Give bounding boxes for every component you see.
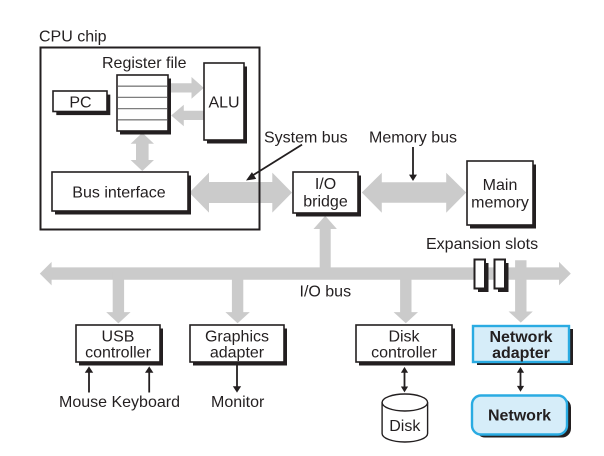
svg-text:I/O: I/O: [315, 176, 336, 193]
svg-text:USB: USB: [102, 329, 135, 346]
svg-text:memory: memory: [471, 195, 529, 212]
svg-text:ALU: ALU: [208, 95, 239, 112]
svg-text:adapter: adapter: [210, 345, 265, 362]
svg-text:Graphics: Graphics: [205, 329, 269, 346]
svg-text:Monitor: Monitor: [211, 394, 265, 411]
svg-text:PC: PC: [69, 94, 91, 111]
svg-text:Memory bus: Memory bus: [369, 130, 457, 147]
svg-text:I/O bus: I/O bus: [300, 284, 352, 301]
svg-text:System bus: System bus: [264, 130, 348, 147]
svg-text:controller: controller: [85, 345, 151, 362]
svg-text:Main: Main: [483, 177, 518, 194]
svg-text:Bus interface: Bus interface: [72, 185, 165, 202]
svg-text:Expansion slots: Expansion slots: [426, 236, 538, 253]
svg-text:CPU chip: CPU chip: [39, 29, 107, 46]
svg-text:controller: controller: [371, 345, 437, 362]
svg-text:Mouse Keyboard: Mouse Keyboard: [59, 394, 180, 411]
svg-text:Register file: Register file: [102, 55, 187, 72]
svg-text:Disk: Disk: [388, 329, 420, 346]
svg-text:Network: Network: [489, 329, 552, 346]
svg-text:Disk: Disk: [389, 418, 421, 435]
svg-text:bridge: bridge: [303, 194, 348, 211]
svg-text:adapter: adapter: [492, 345, 550, 362]
svg-text:Network: Network: [488, 408, 551, 425]
